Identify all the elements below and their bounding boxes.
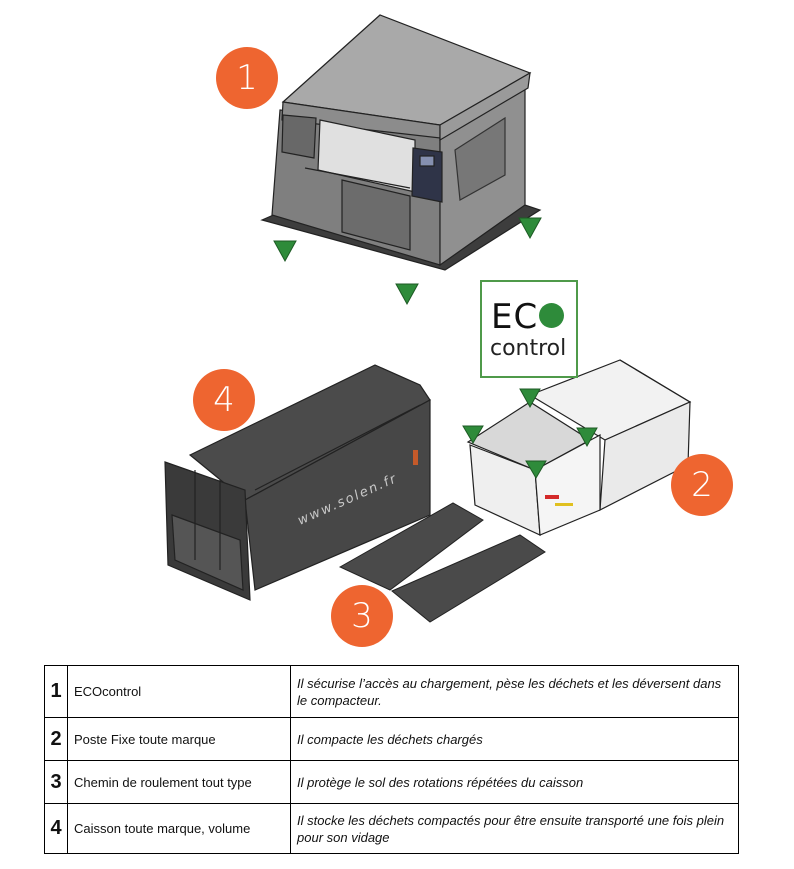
rail bbox=[338, 502, 484, 591]
row-description: Il sécurise l’accès au chargement, pèse … bbox=[290, 665, 739, 718]
logo-text-control: control bbox=[490, 336, 567, 361]
rail bbox=[391, 534, 546, 623]
rolling-rails bbox=[338, 502, 546, 623]
table-row: 1 ECOcontrol Il sécurise l’accès au char… bbox=[44, 665, 739, 718]
row-name: ECOcontrol bbox=[67, 665, 291, 718]
badge-1: 1 bbox=[216, 47, 278, 109]
table-row: 4 Caisson toute marque, volume Il stocke… bbox=[44, 803, 739, 854]
row-description: Il protège le sol des rotations répétées… bbox=[290, 760, 739, 804]
badge-3: 3 bbox=[331, 585, 393, 647]
ecocontrol-logo: EC control bbox=[480, 280, 578, 378]
row-number: 4 bbox=[44, 803, 68, 854]
logo-green-dot-icon bbox=[539, 303, 565, 328]
equipment-diagram: www.solen.fr 1 2 3 4 EC bbox=[164, 14, 733, 647]
logo-text-eco: EC bbox=[491, 297, 539, 337]
marker-triangle bbox=[525, 460, 547, 479]
table-row: 3 Chemin de roulement tout type Il protè… bbox=[44, 760, 739, 804]
legend-table: 1 ECOcontrol Il sécurise l’accès au char… bbox=[44, 665, 739, 854]
row-description: Il stocke les déchets compactés pour êtr… bbox=[290, 803, 739, 854]
row-name: Poste Fixe toute marque bbox=[67, 717, 291, 761]
marker-triangle bbox=[576, 427, 598, 448]
marker-triangles-top bbox=[273, 217, 542, 306]
marker-triangle bbox=[395, 283, 419, 306]
marker-triangles-compactor bbox=[462, 388, 598, 479]
caisson-container: www.solen.fr bbox=[164, 364, 431, 601]
badge-4: 4 bbox=[193, 369, 255, 431]
compactor-station bbox=[466, 359, 692, 536]
marker-triangle bbox=[462, 425, 484, 444]
badge-2: 2 bbox=[671, 454, 733, 516]
table-row: 2 Poste Fixe toute marque Il compacte le… bbox=[44, 717, 739, 761]
ecocontrol-machine bbox=[260, 14, 542, 271]
row-number: 1 bbox=[44, 665, 68, 718]
row-number: 3 bbox=[44, 760, 68, 804]
row-name: Caisson toute marque, volume bbox=[67, 803, 291, 854]
row-name: Chemin de roulement tout type bbox=[67, 760, 291, 804]
marker-triangle bbox=[273, 240, 297, 263]
row-number: 2 bbox=[44, 717, 68, 761]
row-description: Il compacte les déchets chargés bbox=[290, 717, 739, 761]
marker-triangle bbox=[518, 217, 542, 240]
equipment-illustration: www.solen.fr bbox=[164, 14, 692, 623]
marker-triangle bbox=[519, 388, 541, 409]
